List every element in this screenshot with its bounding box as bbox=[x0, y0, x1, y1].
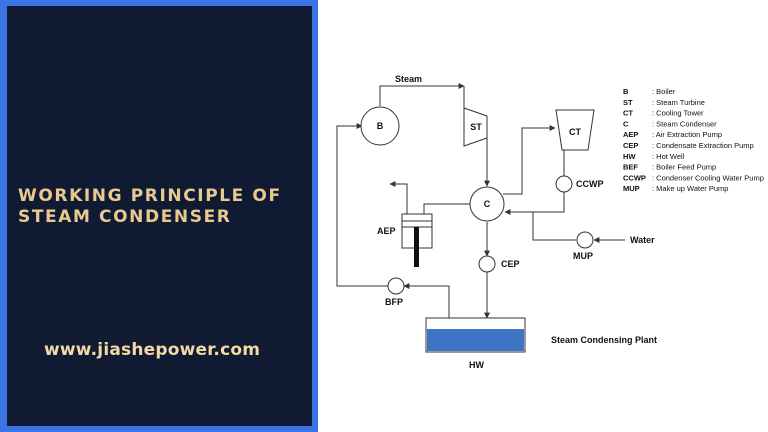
cep-label: CEP bbox=[501, 259, 520, 269]
steam-condenser bbox=[469, 186, 505, 222]
steam-turbine bbox=[463, 107, 488, 147]
ccwp-label: CCWP bbox=[576, 179, 604, 189]
bfp-pump bbox=[387, 277, 405, 295]
pipe-ccwp-condenser bbox=[504, 192, 565, 215]
legend-abbr: CCWP bbox=[623, 173, 646, 182]
title-line-1: WORKING PRINCIPLE OF bbox=[18, 186, 282, 206]
pipe-mup-line bbox=[532, 212, 576, 241]
legend-abbr: CEP bbox=[623, 141, 638, 150]
left-panel-border bbox=[0, 0, 318, 432]
legend-desc: : Air Extraction Pump bbox=[652, 130, 722, 139]
pipe-steam bbox=[379, 83, 465, 106]
left-panel bbox=[7, 6, 312, 426]
legend-desc: : Condensate Extraction Pump bbox=[652, 141, 754, 150]
legend-desc: : Make up Water Pump bbox=[652, 184, 728, 193]
bfp-label: BFP bbox=[385, 297, 403, 307]
cooling-tower bbox=[555, 109, 595, 151]
page-title: WORKING PRINCIPLE OF STEAM CONDENSER bbox=[18, 186, 282, 228]
hot-well-label: HW bbox=[469, 360, 484, 370]
legend-abbr: CT bbox=[623, 109, 633, 118]
website-url: www.jiashepower.com bbox=[44, 340, 261, 360]
diagram-caption: Steam Condensing Plant bbox=[551, 335, 657, 345]
legend-abbr: B bbox=[623, 87, 629, 96]
hot-well-water bbox=[427, 329, 524, 351]
mup-pump bbox=[576, 231, 594, 249]
cooling-tower-label: CT bbox=[569, 127, 581, 137]
cep-pump bbox=[478, 255, 496, 273]
ccwp-pump bbox=[555, 175, 573, 193]
legend-desc: : Cooling Tower bbox=[652, 109, 704, 118]
pipe-bfp-boiler bbox=[336, 123, 388, 287]
legend-desc: : Steam Condenser bbox=[652, 119, 717, 128]
legend-abbr: HW bbox=[623, 152, 636, 161]
legend-desc: : Boiler Feed Pump bbox=[652, 163, 716, 172]
legend-abbr: BEF bbox=[623, 163, 638, 172]
legend-abbr: AEP bbox=[623, 130, 638, 139]
legend-abbr: C bbox=[623, 119, 629, 128]
legend-desc: : Boiler bbox=[652, 87, 676, 96]
aep-rod bbox=[414, 227, 419, 267]
pipes bbox=[336, 83, 625, 334]
title-line-2: STEAM CONDENSER bbox=[18, 207, 232, 227]
legend-abbr: MUP bbox=[623, 184, 640, 193]
turbine-label: ST bbox=[470, 122, 482, 132]
legend-desc: : Hot Well bbox=[652, 152, 685, 161]
legend-abbr: ST bbox=[623, 98, 633, 107]
pipe-aep-exhaust bbox=[389, 181, 408, 214]
legend-desc: : Steam Turbine bbox=[652, 98, 705, 107]
aep-label: AEP bbox=[377, 226, 396, 236]
pipe-aep-condenser bbox=[423, 203, 471, 214]
legend-desc: : Condenser Cooling Water Pump bbox=[652, 173, 764, 182]
steam-label: Steam bbox=[395, 74, 422, 84]
air-extraction-pump bbox=[401, 213, 433, 267]
mup-label: MUP bbox=[573, 251, 593, 261]
boiler bbox=[360, 106, 400, 146]
boiler-label: B bbox=[377, 121, 384, 131]
condenser-label: C bbox=[484, 199, 491, 209]
hot-well bbox=[425, 317, 526, 353]
pipe-cooling-out bbox=[503, 125, 556, 195]
water-label: Water bbox=[630, 235, 655, 245]
